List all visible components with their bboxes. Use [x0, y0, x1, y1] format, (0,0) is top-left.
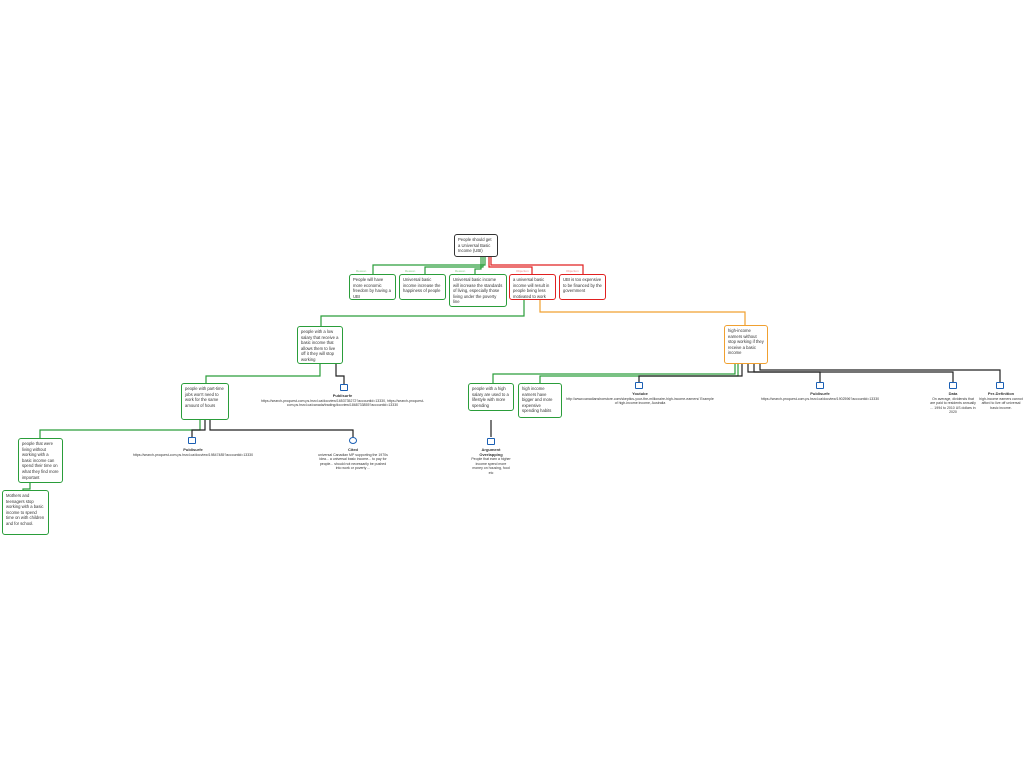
high-income-spending-habits[interactable]: high income earners have bigger and more… — [518, 383, 562, 418]
reason-standards-of-living[interactable]: Universal basic income will increase the… — [449, 274, 507, 307]
high-income-earners[interactable]: high-income earners without stop working… — [724, 325, 768, 364]
high-salary-lifestyle[interactable]: people with a high salary are used to a … — [468, 383, 514, 411]
publication-icon — [816, 382, 824, 389]
reason-economic-freedom[interactable]: People will have more economic freedom b… — [349, 274, 396, 300]
objection-motivation[interactable]: a universal basic income will result in … — [509, 274, 556, 300]
publication-icon — [340, 384, 348, 391]
objection-tag: Objection — [516, 269, 529, 273]
argument-icon — [487, 438, 495, 445]
reason-tag: Reason — [405, 269, 416, 273]
spend-time-important[interactable]: people that were living without working … — [18, 438, 63, 483]
low-salary-stop-working[interactable]: people with a low salary that receive a … — [297, 326, 343, 364]
part-time-jobs[interactable]: people with part-time jobs won't need to… — [181, 383, 229, 420]
reason-tag: Reason — [356, 269, 367, 273]
reason-tag: Reason — [455, 269, 466, 273]
definition-icon — [996, 382, 1004, 389]
root-node[interactable]: People should get a Universal Basic Inco… — [454, 234, 498, 257]
objection-tag: Objection — [566, 269, 579, 273]
reason-happiness[interactable]: Universal basic income increase the happ… — [399, 274, 446, 300]
publication-icon — [188, 437, 196, 444]
objection-too-expensive[interactable]: UBI is too expensive to be financed by t… — [559, 274, 606, 300]
youtube-icon — [635, 382, 643, 389]
data-icon — [949, 382, 957, 389]
mothers-teenagers[interactable]: Mothers and teenagers stop working with … — [2, 490, 49, 535]
cited-icon — [349, 437, 357, 444]
